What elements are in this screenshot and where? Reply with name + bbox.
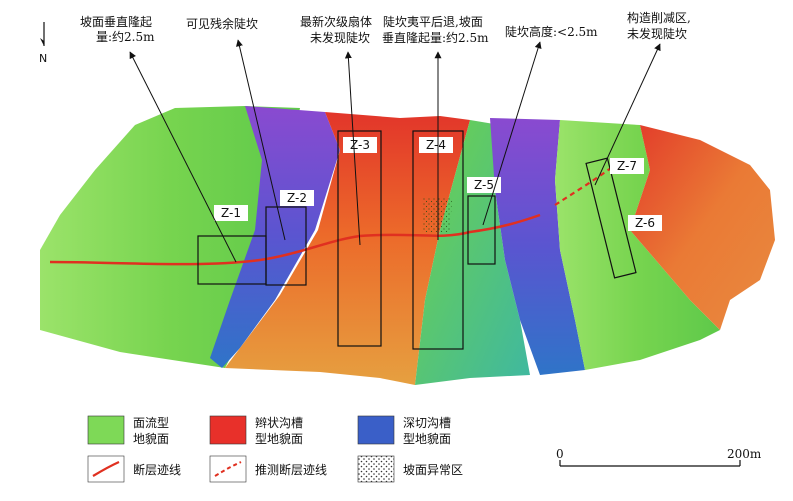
zone-box-z3 [337, 130, 382, 347]
annotation-text: 陡坎夷平后退,坡面 [383, 14, 483, 29]
legend-label: 面流型 [133, 416, 169, 430]
zone-label: Z-6 [635, 216, 655, 230]
sheet-flow-surface-center [415, 120, 530, 385]
legend-swatch-anomaly [357, 455, 395, 483]
annotation-text: 垂直隆起量:约2.5m [382, 30, 489, 45]
zone-label: Z-3 [350, 138, 370, 152]
legend-label: 推测断层迹线 [255, 462, 327, 477]
scale-end: 200m [727, 447, 762, 461]
legend-label: 型地貌面 [255, 431, 303, 446]
incised-channel-west [210, 106, 340, 368]
zone-box-z5 [467, 195, 496, 265]
annotation-text: 未发现陡坎 [627, 26, 687, 41]
scale-start: 0 [556, 447, 564, 461]
annotation-text: 可见残余陡坎 [186, 16, 258, 31]
incised-channel-center [490, 118, 585, 375]
zone-label: Z-7 [617, 159, 637, 173]
annotation-text: 陡坎高度:<2.5m [505, 24, 598, 39]
annotation-text: 量:约2.5m [96, 29, 155, 44]
inferred-fault-trace [554, 164, 616, 206]
legend-label: 断层迹线 [133, 462, 181, 477]
legend-swatch-sheet-flow [87, 415, 125, 445]
legend: 面流型 地貌面 辫状沟槽 型地貌面 深切沟槽 型地貌面 断层迹线 推测断层迹线 … [87, 415, 463, 483]
legend-label: 辫状沟槽 [255, 416, 303, 430]
annotations: 坡面垂直隆起 量:约2.5m 可见残余陡坎 最新次级扇体 未发现陡坎 陡坎夷平后… [80, 10, 691, 45]
braided-fan-east [630, 125, 775, 330]
scale-bar: 0 200m [556, 447, 762, 467]
legend-label: 型地貌面 [403, 431, 451, 446]
annotation-text: 构造削减区, [627, 10, 691, 25]
annotation-text: 坡面垂直隆起 [80, 14, 152, 29]
zone-box-z2 [265, 206, 307, 286]
annotation-text: 最新次级扇体 [300, 14, 372, 29]
north-label: N [39, 52, 47, 65]
annotation-arrows [129, 39, 661, 263]
braided-fan-center [225, 112, 470, 385]
legend-swatch-braided [209, 415, 247, 445]
terrain [40, 106, 775, 385]
legend-label: 坡面异常区 [403, 463, 463, 477]
legend-swatch-incised [357, 415, 395, 445]
zone-label: Z-1 [221, 206, 241, 220]
slope-anomaly-area [422, 198, 452, 232]
zone-label: Z-2 [287, 191, 307, 205]
legend-label: 深切沟槽 [403, 416, 451, 430]
zone-label: Z-5 [474, 178, 494, 192]
legend-label: 地貌面 [133, 431, 169, 446]
north-arrow: N [39, 22, 47, 65]
zone-labels: Z-1 Z-2 Z-3 Z-4 Z-5 Z-6 Z-7 [214, 137, 662, 231]
zone-box-z6 [585, 157, 637, 279]
zone-label: Z-4 [426, 138, 446, 152]
annotation-text: 未发现陡坎 [310, 30, 370, 45]
fault-trace [49, 213, 541, 266]
